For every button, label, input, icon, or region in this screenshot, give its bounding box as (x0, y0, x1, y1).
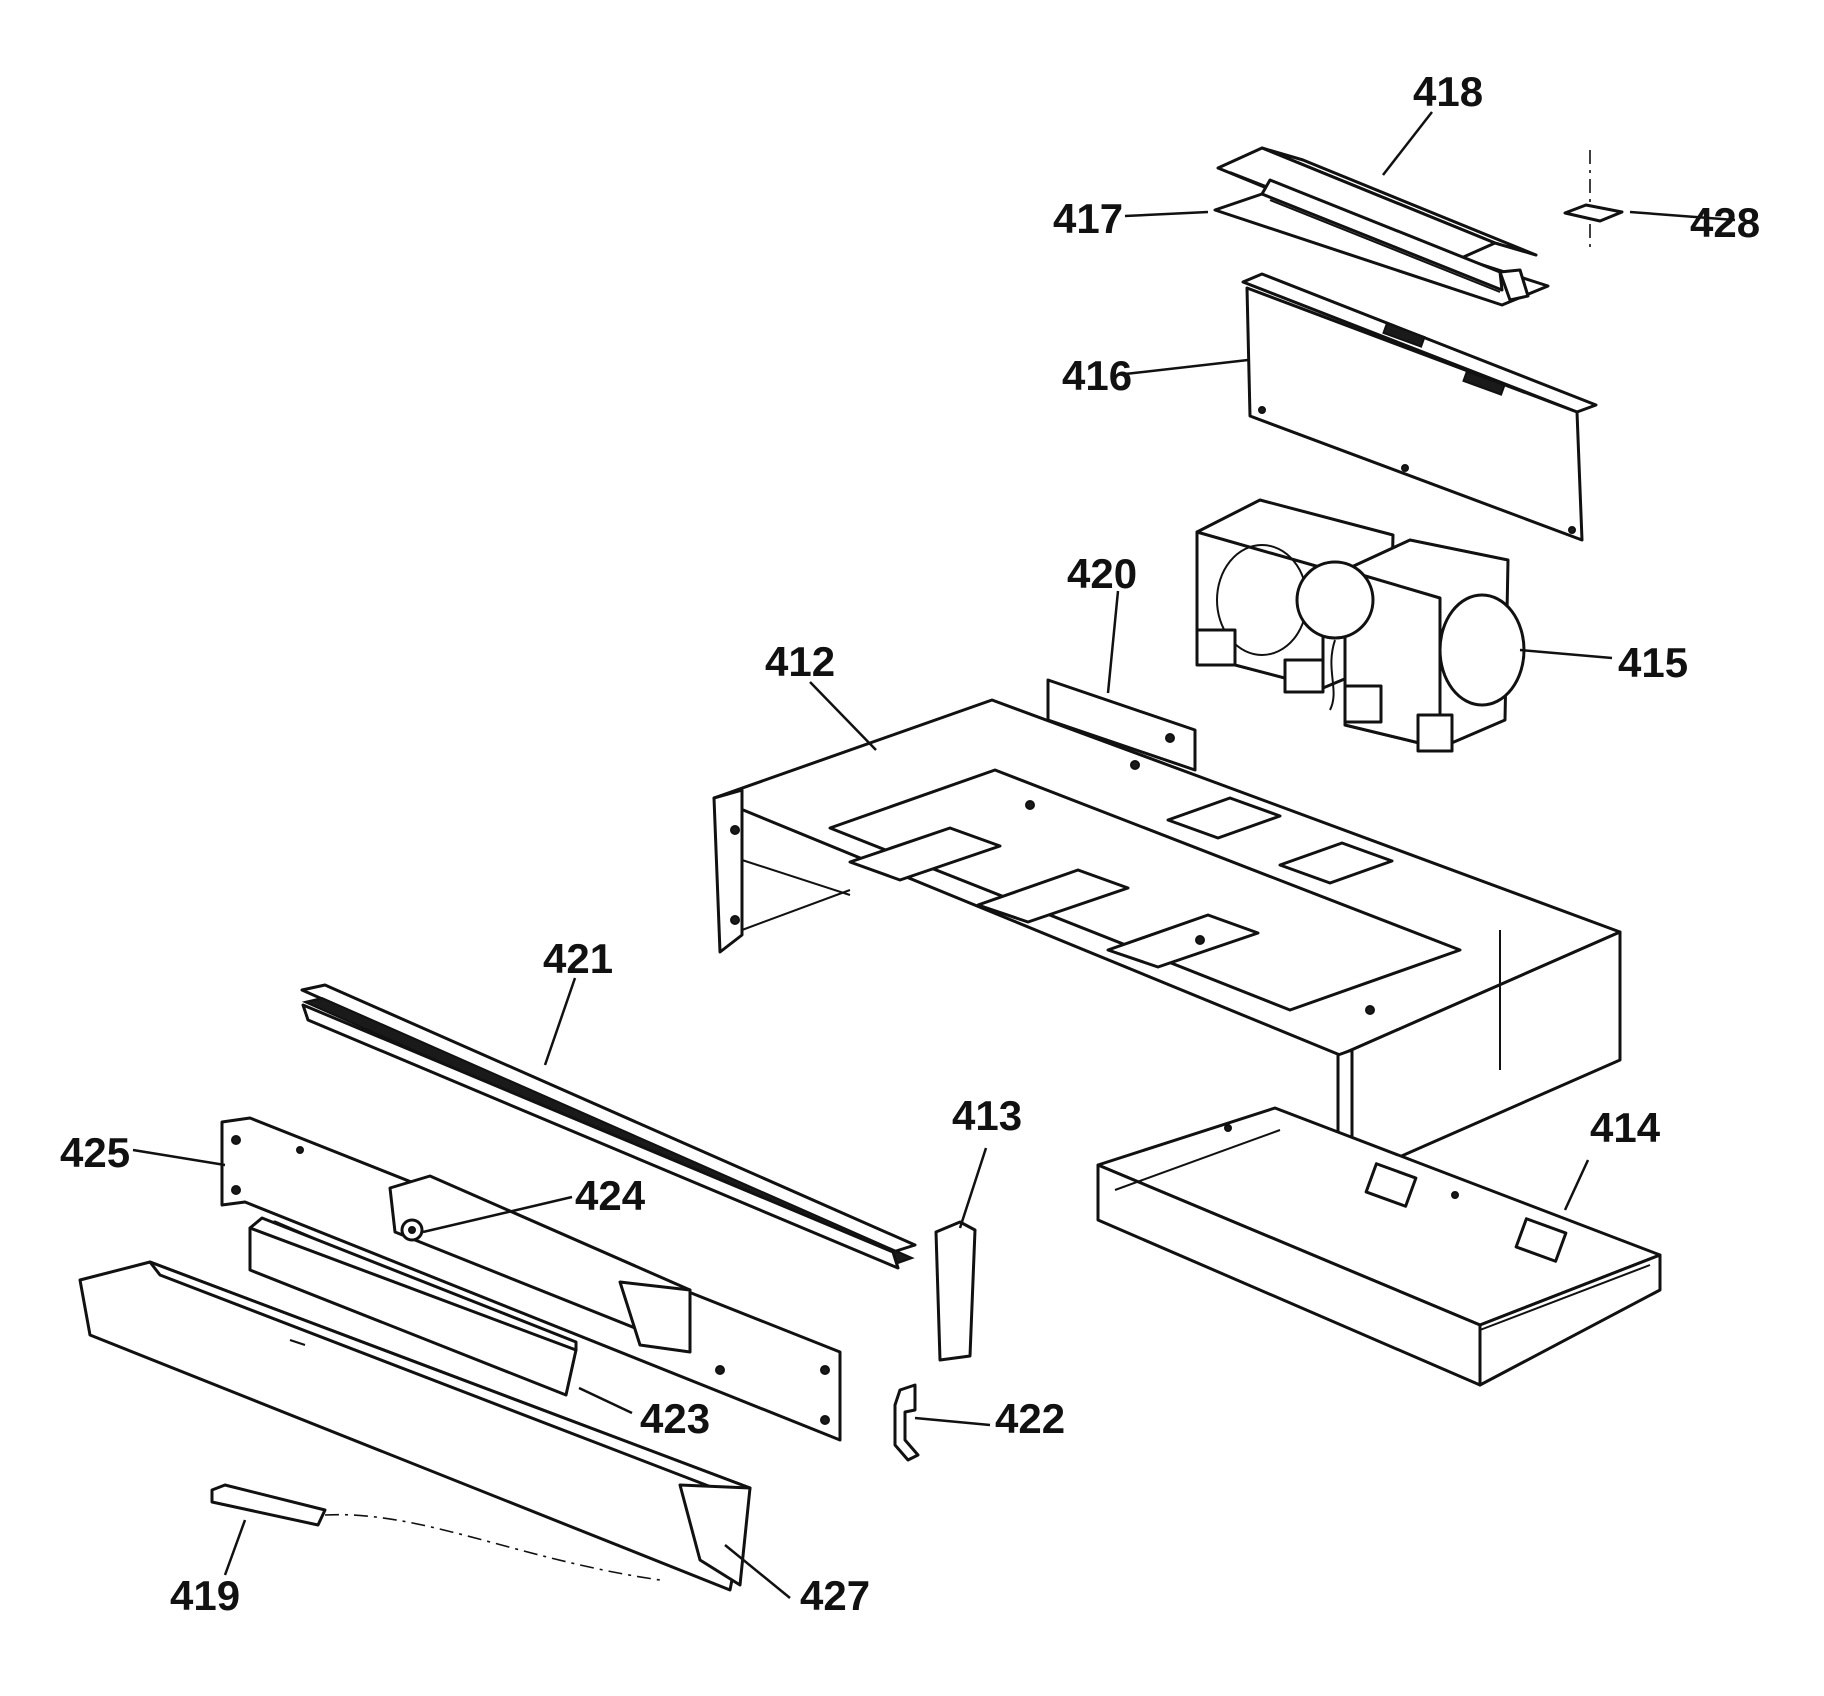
part-424-knob (400, 1218, 424, 1242)
callout-419: 419 (170, 1572, 240, 1619)
callout-416: 416 (1062, 352, 1132, 399)
part-413-side-trim (934, 1220, 977, 1362)
part-428-clip (1563, 150, 1624, 250)
part-427-front-trim (78, 1260, 752, 1592)
leader-lines (132, 111, 1736, 1599)
part-421-rail (300, 983, 917, 1270)
callout-428: 428 (1690, 199, 1760, 246)
callout-414: 414 (1590, 1104, 1661, 1151)
callout-417: 417 (1053, 195, 1123, 242)
callout-421: 421 (543, 935, 613, 982)
part-420-plate (1046, 678, 1197, 772)
callout-418: 418 (1413, 68, 1483, 115)
part-414-bottom-tray (1096, 1106, 1662, 1387)
part-415-blower-assembly (1195, 498, 1526, 753)
callout-422: 422 (995, 1395, 1065, 1442)
callout-427: 427 (800, 1572, 870, 1619)
callout-412: 412 (765, 638, 835, 685)
callout-423: 423 (640, 1395, 710, 1442)
callout-413: 413 (952, 1092, 1022, 1139)
callout-420: 420 (1067, 550, 1137, 597)
part-423-filter (248, 1216, 578, 1397)
part-422-bracket (893, 1383, 920, 1462)
part-417-bracket (1213, 178, 1550, 307)
callout-424: 424 (575, 1172, 646, 1219)
callout-415: 415 (1618, 639, 1688, 686)
callout-labels: 418 417 428 416 420 412 415 421 413 414 … (60, 68, 1760, 1619)
part-412-main-housing (712, 698, 1622, 1185)
part-419-handle (210, 1483, 661, 1581)
part-416-panel (1241, 272, 1598, 542)
callout-425: 425 (60, 1129, 130, 1176)
part-425-front-panel (220, 1116, 842, 1442)
